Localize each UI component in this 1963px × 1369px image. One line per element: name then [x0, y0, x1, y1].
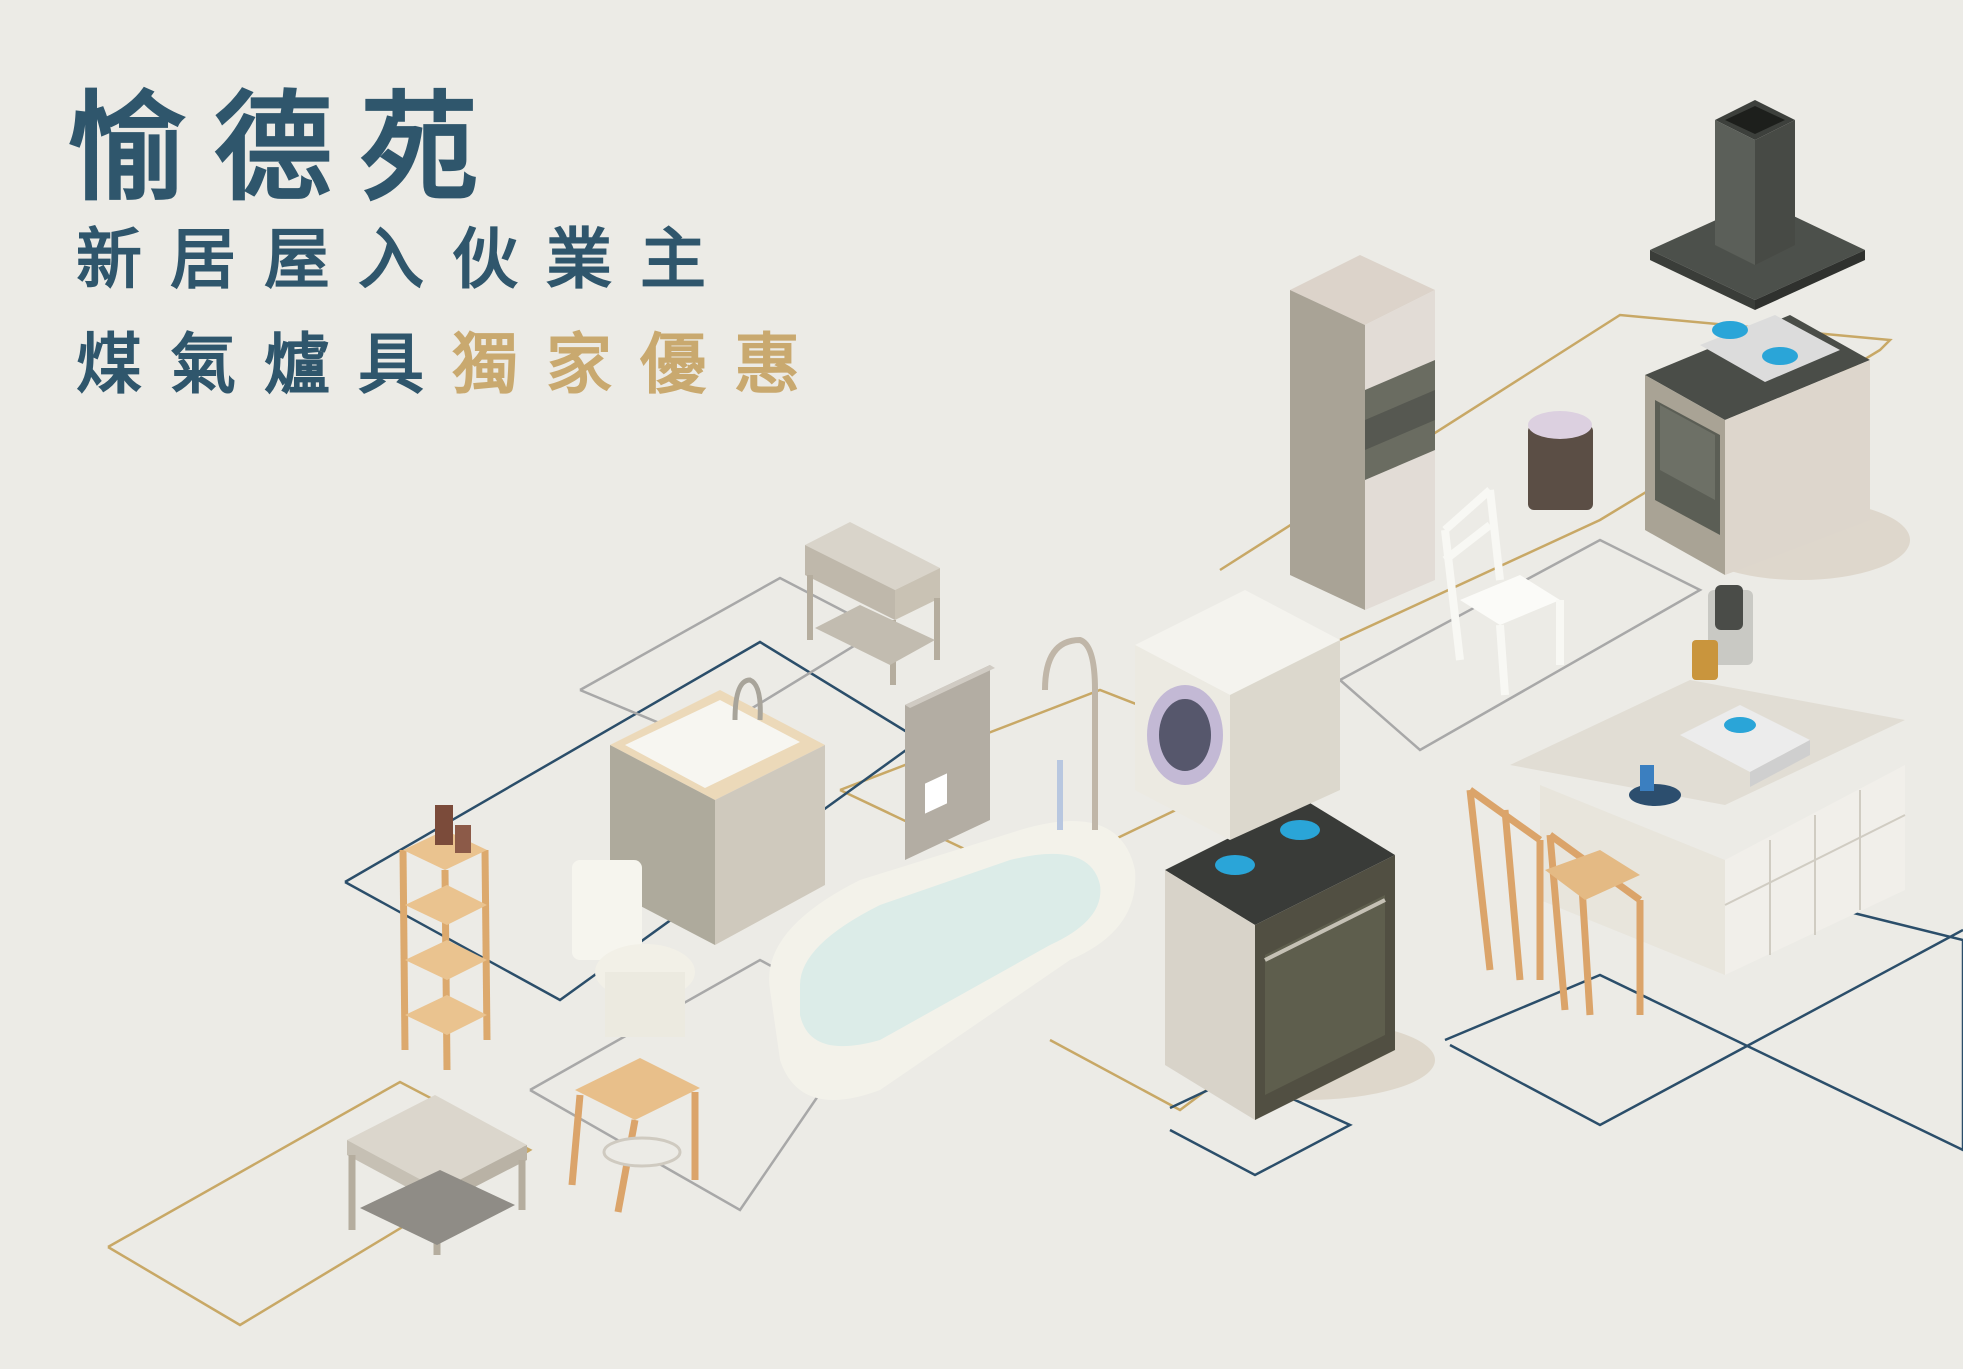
kitchen-island-icon — [1510, 680, 1906, 975]
subtitle-line-2-highlight: 獨家優惠 — [452, 325, 828, 404]
bar-stool-icon — [1466, 787, 1644, 1016]
water-heater-icon — [905, 665, 995, 860]
floor-outline-gold-kitchen — [1219, 313, 1893, 642]
shelf-icon — [399, 805, 491, 1071]
washer-dryer-icon — [1135, 590, 1340, 840]
range-hood-icon — [1650, 100, 1865, 310]
juicer-icon — [1692, 585, 1753, 680]
bench-icon — [347, 1095, 527, 1255]
stool-icon — [568, 1058, 700, 1213]
subtitle-line-1: 新居屋入伙業主 — [76, 219, 734, 298]
gas-stove-oven-icon — [1165, 800, 1435, 1120]
bin-icon — [1528, 411, 1593, 510]
tall-cabinet-icon — [1290, 255, 1435, 610]
faucet-icon — [1042, 636, 1098, 830]
subtitle-line-2: 煤氣爐具獨家優惠 — [76, 325, 828, 404]
toilet-icon — [572, 860, 695, 1037]
headline-block: 愉德苑 新居屋入伙業主 煤氣爐具獨家優惠 — [68, 86, 828, 404]
vanity-sink-icon — [610, 677, 825, 945]
bathtub-icon — [769, 821, 1136, 1100]
floor-outline-navy-bottomright — [1449, 928, 1963, 1127]
page-title: 愉德苑 — [68, 78, 507, 217]
cooktop-oven-icon — [1645, 315, 1910, 580]
floor-outline-gold-bench — [107, 1080, 533, 1327]
floor-outline-navy-right — [1444, 878, 1963, 1152]
console-table-icon — [805, 522, 940, 685]
subtitle-line-2-main: 煤氣爐具 — [76, 325, 452, 404]
chair-icon — [1441, 487, 1564, 696]
